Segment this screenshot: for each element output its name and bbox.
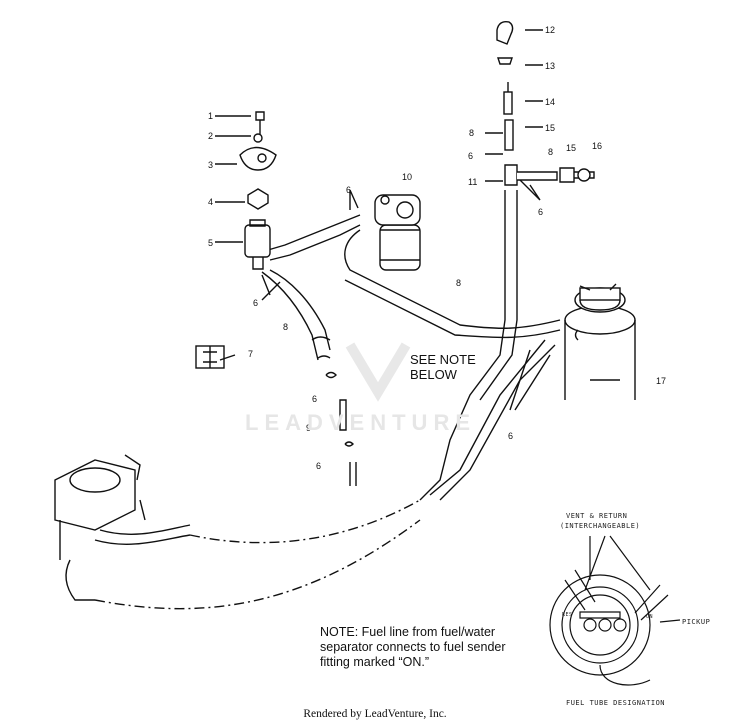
callout-1: 1: [208, 111, 214, 121]
callout-15: 15: [566, 143, 577, 153]
callout-11: 11: [468, 177, 478, 187]
callout-6: 6: [346, 185, 352, 195]
callout-7: 7: [248, 349, 254, 359]
callout-12: 12: [545, 25, 556, 35]
inset-on-label: ON: [646, 614, 654, 620]
callout-8: 8: [469, 128, 475, 138]
watermark-text: LEADVENTURE: [245, 410, 477, 435]
inset-pickup-label: PICKUP: [682, 618, 711, 626]
callout-10: 10: [402, 172, 413, 182]
callout-8: 8: [456, 278, 462, 288]
callout-14: 14: [545, 97, 556, 107]
see-note-line-2: BELOW: [410, 367, 457, 382]
callout-6: 6: [508, 431, 514, 441]
note-line-3: fitting marked “ON.”: [320, 655, 430, 669]
callout-15: 15: [545, 123, 556, 133]
callout-16: 16: [592, 141, 603, 151]
callout-6: 6: [312, 394, 318, 404]
callout-3: 3: [208, 160, 214, 170]
inset-interchangeable-label: (INTERCHANGEABLE): [560, 522, 641, 530]
callout-6: 6: [316, 461, 322, 471]
callout-8: 8: [283, 322, 289, 332]
callout-6: 6: [538, 207, 544, 217]
note-line-2: separator connects to fuel sender: [320, 640, 506, 654]
callout-5: 5: [208, 238, 214, 248]
inset-vent-return-label: VENT & RETURN: [566, 512, 628, 520]
callout-6: 6: [253, 298, 259, 308]
callout-17: 17: [656, 376, 667, 386]
note-line-1: NOTE: Fuel line from fuel/water: [320, 625, 496, 639]
callout-2: 2: [208, 131, 214, 141]
see-note-label: SEE NOTE BELOW: [410, 352, 476, 382]
see-note-line-1: SEE NOTE: [410, 352, 476, 367]
callout-6: 6: [468, 151, 474, 161]
callout-8: 8: [548, 147, 554, 157]
callout-13: 13: [545, 61, 556, 71]
callout-9: 9: [306, 423, 312, 433]
inset-res-label: RES: [562, 612, 573, 618]
callout-4: 4: [208, 197, 214, 207]
watermark-logo: [345, 342, 411, 402]
footer-credit: Rendered by LeadVenture, Inc.: [303, 708, 447, 720]
fuel-line-note: NOTE: Fuel line from fuel/water separato…: [320, 625, 560, 670]
inset-designation-label: FUEL TUBE DESIGNATION: [566, 699, 666, 707]
